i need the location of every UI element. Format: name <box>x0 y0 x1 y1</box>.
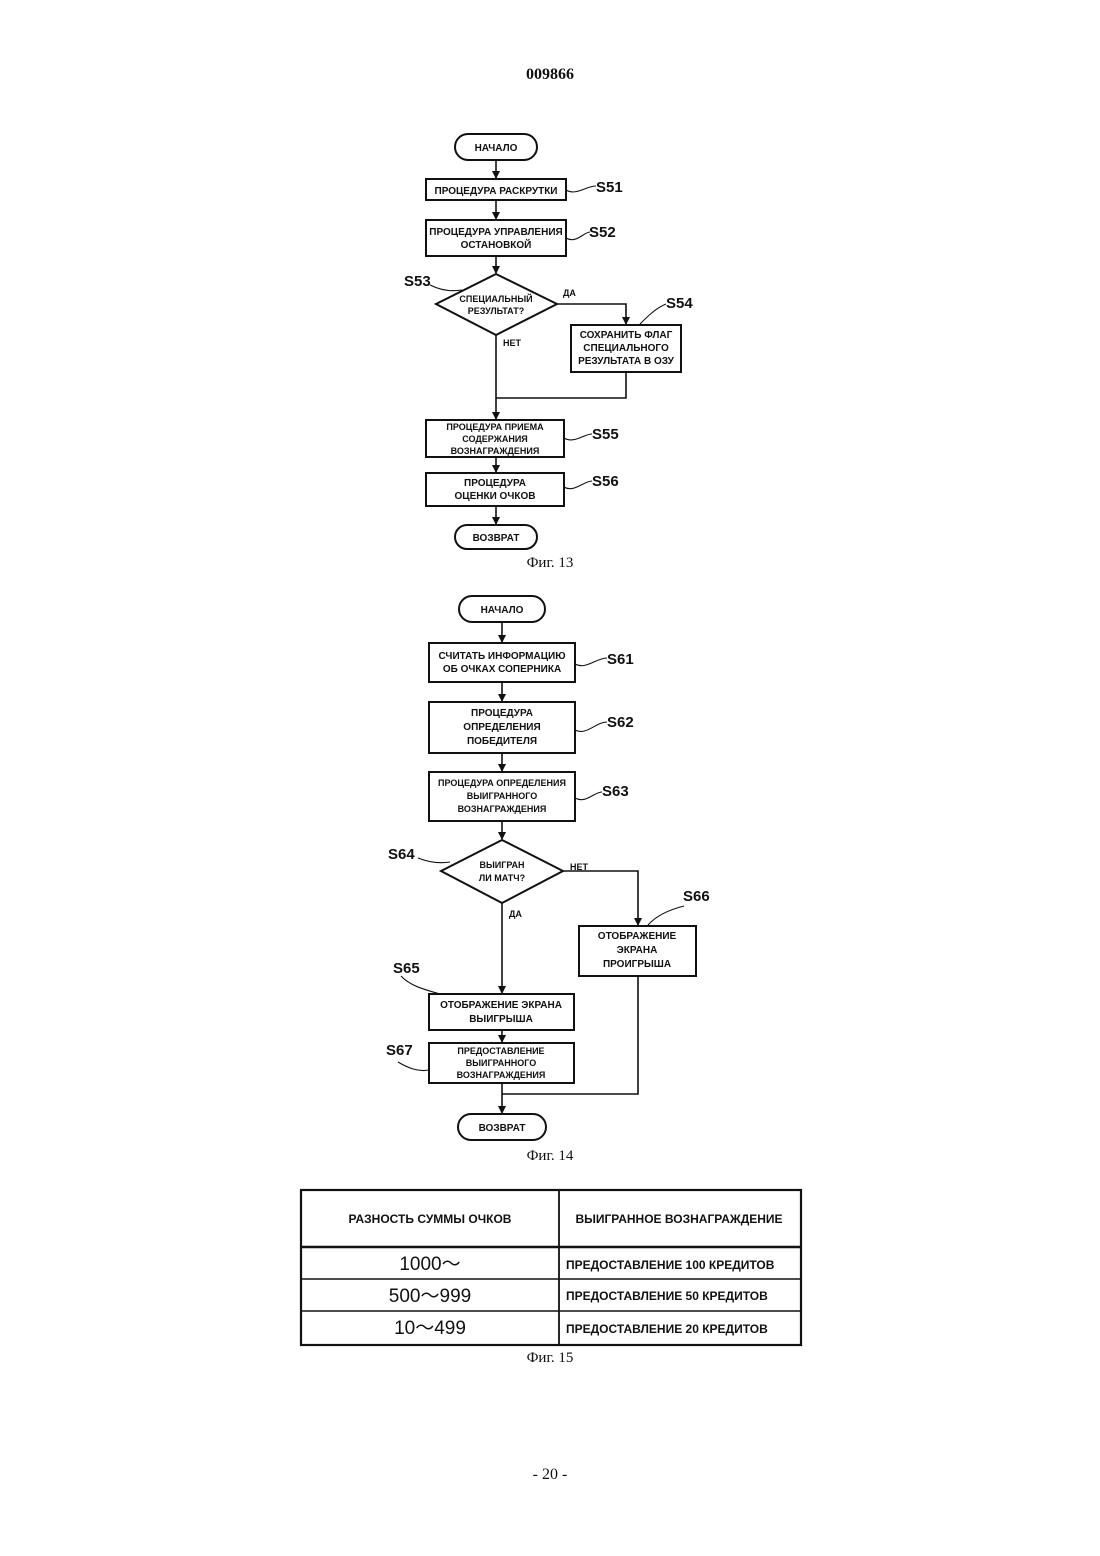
fig14-end-terminal: ВОЗВРАТ <box>458 1114 546 1140</box>
fig14-s64-label: S64 <box>388 846 415 863</box>
fig13-s52-label: S52 <box>589 224 616 241</box>
fig14-step-s65: ОТОБРАЖЕНИЕ ЭКРАНА ВЫИГРЫША <box>429 994 574 1030</box>
fig13-s56-line1: ПРОЦЕДУРА <box>464 478 526 489</box>
fig15-row2-range: 500〜999 <box>389 1286 471 1307</box>
fig13-s53-yes: ДА <box>563 288 576 298</box>
figure-14-flowchart: НАЧАЛО СЧИТАТЬ ИНФОРМАЦИЮ ОБ ОЧКАХ СОПЕР… <box>386 596 710 1164</box>
fig14-start-terminal: НАЧАЛО <box>459 596 545 622</box>
fig13-start-terminal: НАЧАЛО <box>455 134 537 160</box>
fig13-s53-line2: РЕЗУЛЬТАТ? <box>468 306 524 316</box>
fig13-s56-line2: ОЦЕНКИ ОЧКОВ <box>455 491 536 502</box>
fig15-row1-reward: ПРЕДОСТАВЛЕНИЕ 100 КРЕДИТОВ <box>566 1258 775 1272</box>
fig14-caption: Фиг. 14 <box>527 1148 574 1164</box>
fig13-s53-line1: СПЕЦИАЛЬНЫЙ <box>459 293 532 304</box>
fig14-s61-line2: ОБ ОЧКАХ СОПЕРНИКА <box>443 664 561 675</box>
fig13-s54-line1: СОХРАНИТЬ ФЛАГ <box>580 330 673 341</box>
fig13-s55-line2: СОДЕРЖАНИЯ <box>462 434 528 444</box>
fig14-s65-label: S65 <box>393 960 420 977</box>
fig13-end-terminal: ВОЗВРАТ <box>455 525 537 549</box>
fig13-s52-line2: ОСТАНОВКОЙ <box>461 238 532 251</box>
fig14-s64-yes: ДА <box>509 909 522 919</box>
fig14-s65-line2: ВЫИГРЫША <box>469 1014 533 1025</box>
fig13-caption: Фиг. 13 <box>527 555 574 571</box>
fig14-decision-s64: ВЫИГРАН ЛИ МАТЧ? <box>441 840 563 903</box>
fig14-s62-line3: ПОБЕДИТЕЛЯ <box>467 736 537 747</box>
fig13-step-s51: ПРОЦЕДУРА РАСКРУТКИ <box>426 179 566 200</box>
fig14-s63-label: S63 <box>602 783 629 800</box>
fig15-header-score-diff: РАЗНОСТЬ СУММЫ ОЧКОВ <box>349 1212 512 1226</box>
fig14-s67-line3: ВОЗНАГРАЖДЕНИЯ <box>457 1070 546 1080</box>
fig14-s62-line2: ОПРЕДЕЛЕНИЯ <box>463 722 540 733</box>
fig13-s54-line3: РЕЗУЛЬТАТА В ОЗУ <box>578 356 675 367</box>
fig14-s61-line1: СЧИТАТЬ ИНФОРМАЦИЮ <box>438 651 565 662</box>
fig13-step-s55: ПРОЦЕДУРА ПРИЕМА СОДЕРЖАНИЯ ВОЗНАГРАЖДЕН… <box>426 420 564 457</box>
fig14-end-text: ВОЗВРАТ <box>479 1123 526 1134</box>
fig13-s55-line3: ВОЗНАГРАЖДЕНИЯ <box>451 446 540 456</box>
fig15-row1-range: 1000〜 <box>399 1254 460 1275</box>
fig14-s62-line1: ПРОЦЕДУРА <box>471 708 533 719</box>
page-number-footer: - 20 - <box>0 1466 1100 1484</box>
fig13-start-text: НАЧАЛО <box>475 143 518 154</box>
fig13-s51-label: S51 <box>596 179 623 196</box>
fig14-s66-label: S66 <box>683 888 710 905</box>
fig13-s55-line1: ПРОЦЕДУРА ПРИЕМА <box>446 422 544 432</box>
fig15-row3-reward: ПРЕДОСТАВЛЕНИЕ 20 КРЕДИТОВ <box>566 1322 768 1336</box>
fig14-s63-line1: ПРОЦЕДУРА ОПРЕДЕЛЕНИЯ <box>438 778 566 788</box>
figure-13-flowchart: НАЧАЛО ПРОЦЕДУРА РАСКРУТКИ S51 ПРОЦЕДУРА… <box>404 134 693 571</box>
fig13-s53-no: НЕТ <box>503 338 522 348</box>
fig14-step-s67: ПРЕДОСТАВЛЕНИЕ ВЫИГРАННОГО ВОЗНАГРАЖДЕНИ… <box>429 1043 574 1083</box>
fig13-s54-label: S54 <box>666 295 693 312</box>
fig13-s56-label: S56 <box>592 473 619 490</box>
fig13-s51-text: ПРОЦЕДУРА РАСКРУТКИ <box>435 186 558 197</box>
fig14-s61-label: S61 <box>607 651 634 668</box>
fig13-end-text: ВОЗВРАТ <box>473 533 520 544</box>
fig13-step-s54: СОХРАНИТЬ ФЛАГ СПЕЦИАЛЬНОГО РЕЗУЛЬТАТА В… <box>571 325 681 372</box>
fig14-s64-line1: ВЫИГРАН <box>479 860 524 870</box>
fig13-step-s56: ПРОЦЕДУРА ОЦЕНКИ ОЧКОВ <box>426 473 564 506</box>
fig14-s67-line2: ВЫИГРАННОГО <box>466 1058 537 1068</box>
fig14-step-s66: ОТОБРАЖЕНИЕ ЭКРАНА ПРОИГРЫША <box>579 926 696 976</box>
fig14-s66-line1: ОТОБРАЖЕНИЕ <box>598 931 677 942</box>
fig14-s62-label: S62 <box>607 714 634 731</box>
fig15-caption: Фиг. 15 <box>527 1350 574 1366</box>
fig14-s63-line2: ВЫИГРАННОГО <box>467 791 538 801</box>
fig14-step-s63: ПРОЦЕДУРА ОПРЕДЕЛЕНИЯ ВЫИГРАННОГО ВОЗНАГ… <box>429 772 575 821</box>
fig13-s53-label: S53 <box>404 273 431 290</box>
fig14-s66-line3: ПРОИГРЫША <box>603 959 671 970</box>
fig13-step-s52: ПРОЦЕДУРА УПРАВЛЕНИЯ ОСТАНОВКОЙ <box>426 220 566 256</box>
fig14-s66-line2: ЭКРАНА <box>617 945 658 956</box>
fig14-s67-label: S67 <box>386 1042 413 1059</box>
fig15-row3-range: 10〜499 <box>394 1318 466 1339</box>
fig15-header-reward: ВЫИГРАННОЕ ВОЗНАГРАЖДЕНИЕ <box>575 1212 782 1226</box>
fig15-row2-reward: ПРЕДОСТАВЛЕНИЕ 50 КРЕДИТОВ <box>566 1289 768 1303</box>
fig14-s64-line2: ЛИ МАТЧ? <box>479 873 525 883</box>
figure-15-table: РАЗНОСТЬ СУММЫ ОЧКОВ ВЫИГРАННОЕ ВОЗНАГРА… <box>301 1190 801 1366</box>
fig14-start-text: НАЧАЛО <box>481 605 524 616</box>
fig13-s55-label: S55 <box>592 426 619 443</box>
fig13-s54-line2: СПЕЦИАЛЬНОГО <box>583 343 669 354</box>
fig14-s65-line1: ОТОБРАЖЕНИЕ ЭКРАНА <box>440 1000 562 1011</box>
fig14-s67-line1: ПРЕДОСТАВЛЕНИЕ <box>457 1046 544 1056</box>
fig14-step-s62: ПРОЦЕДУРА ОПРЕДЕЛЕНИЯ ПОБЕДИТЕЛЯ <box>429 702 575 753</box>
fig14-step-s61: СЧИТАТЬ ИНФОРМАЦИЮ ОБ ОЧКАХ СОПЕРНИКА <box>429 643 575 682</box>
fig13-s52-line1: ПРОЦЕДУРА УПРАВЛЕНИЯ <box>429 227 562 238</box>
fig13-decision-s53: СПЕЦИАЛЬНЫЙ РЕЗУЛЬТАТ? <box>436 274 557 335</box>
fig14-s63-line3: ВОЗНАГРАЖДЕНИЯ <box>458 804 547 814</box>
